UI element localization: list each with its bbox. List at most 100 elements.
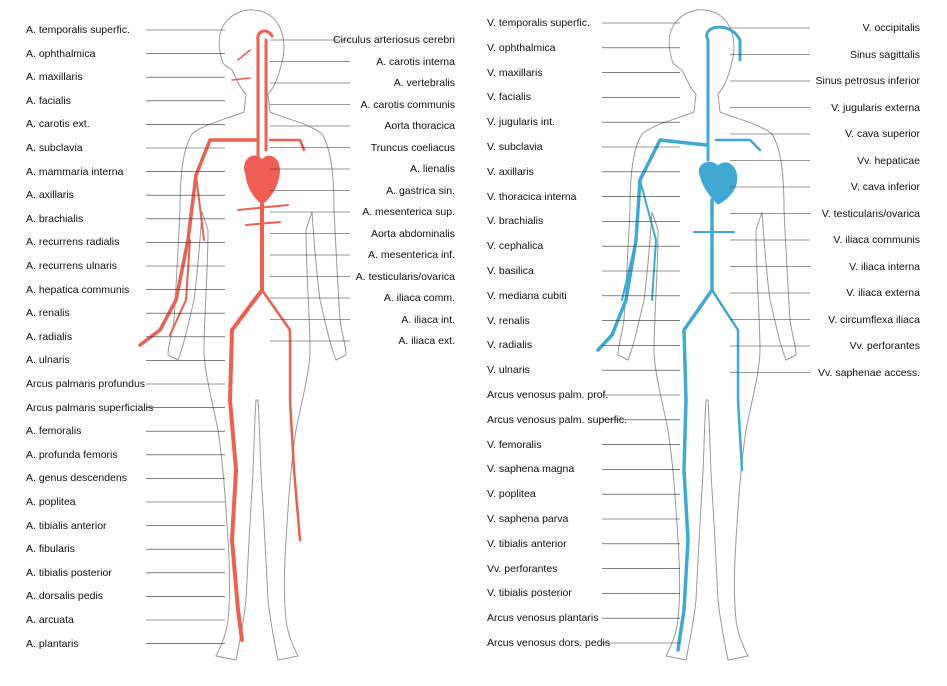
artery-left-label: A. brachialis [26,212,84,225]
vein-left-leg [676,198,714,652]
body-outline [617,9,797,661]
artery-right-label: A. vertebralis [393,77,455,89]
artery-right-label: A. lienalis [410,163,455,175]
artery-left-label: A. tibialis anterior [26,519,107,532]
artery-left-label: A. carotis ext. [26,118,90,131]
artery-right-label: A. iliaca ext. [398,335,455,347]
artery-forearm [169,174,205,336]
artery-right-label: A. carotis communis [360,98,455,111]
vein-right-label: Vv. hepaticae [857,154,920,167]
vein-left-label: V. basilica [487,265,534,277]
vein-left-label: V. saphena magna [487,463,575,476]
artery-left-label: Arcus palmaris superficialis [26,401,154,414]
artery-left-arm [138,138,258,347]
vein-right-label: V. jugularis externa [831,101,920,114]
vein-forearm [621,179,657,301]
vein-right-label: V. circumflexa iliaca [828,313,920,326]
body-outline [167,9,347,661]
vein-left-label: V. tibialis anterior [487,537,567,550]
vein-left-label: Arcus venosus plantaris [487,612,599,625]
artery-right-label: A. iliaca comm. [383,292,455,304]
artery-right-label: A. mesenterica sup. [362,206,455,218]
artery-left-label: A. profunda femoris [26,448,118,461]
vein-left-label: V. renalis [487,314,530,327]
vein-left-label: V. cephalica [487,240,544,253]
artery-right-label: Truncus coeliacus [370,141,455,154]
vein-left-label: V. thoracica interna [487,190,577,203]
vein-right-label: V. iliaca externa [846,287,920,299]
artery-right-subclavia [268,138,306,152]
vein-jugular-sinus [705,25,742,162]
vein-left-label: V. saphena parva [487,513,569,525]
vein-right-label: Vv. saphenae access. [818,366,920,379]
vein-left-label: Arcus venosus palm. superfic. [487,413,628,426]
artery-carotids [256,29,274,162]
vein-left-label: V. ulnaris [487,364,530,377]
vein-right-label: V. cava inferior [850,181,920,193]
vein-abdominal [693,199,735,291]
artery-right-label: Aorta thoracica [384,120,455,132]
vein-right-label: Sinus sagittalis [849,48,920,61]
vein-left-label: Arcus venosus palm. prof. [487,389,609,401]
vein-left-label: V. axillaris [487,165,534,178]
vein-body-silhouette [617,9,797,661]
artery-head-branches [231,49,251,81]
artery-abdominal-branches [237,204,289,291]
artery-left-label: A. temporalis superfic. [26,24,130,36]
artery-left-label: A. fibularis [26,543,76,556]
vein-right-label: V. iliaca communis [833,234,920,246]
artery-left-label: A. radialis [26,330,73,343]
vein-right-label: V. occipitalis [862,22,920,34]
artery-left-label: A. ulnaris [26,354,70,367]
artery-right-label: A. mesenterica inf. [368,249,455,261]
artery-left-label: A. mammaria interna [26,165,124,178]
vein-right-label: V. testicularis/ovarica [821,207,920,220]
artery-left-label: A. axillaris [26,189,74,202]
vein-left-label: V. brachialis [487,215,544,228]
artery-left-leg [228,203,264,642]
artery-right-label: Circulus arteriosus cerebri [333,34,455,46]
vein-left-label: V. maxillaris [487,66,543,79]
artery-left-label: A. poplitea [26,496,76,508]
heart [244,155,280,205]
artery-left-label: Arcus palmaris profundus [26,378,146,390]
artery-left-label: A. recurrens radialis [26,236,120,249]
artery-left-label: A. arcuata [26,614,74,626]
artery-body-silhouette [167,9,347,661]
vein-left-label: V. ophthalmica [487,41,556,54]
vein-left-label: V. radialis [487,339,533,352]
artery-left-label: A. facialis [26,94,71,107]
artery-left-label: A. femoralis [26,425,82,438]
artery-left-label: A. dorsalis pedis [26,590,104,603]
artery-left-label: A. plantaris [26,637,79,650]
vein-right-leg [710,288,744,472]
vein-right-label: Vv. perforantes [849,340,920,352]
heart-vein [698,161,738,205]
vein-right-label: V. cava superior [845,128,920,140]
vein-left-label: Vv. perforantes [487,562,558,575]
vein-left-label: Arcus venosus dors. pedis [487,637,611,649]
vein-right-label: Sinus petrosus inferior [815,75,920,87]
artery-left-label: A. subclavia [26,142,83,154]
artery-left-label: A. hepatica communis [26,283,130,296]
vein-left-label: V. femoralis [487,438,542,451]
artery-right-leg [260,288,302,542]
vein-left-label: V. subclavia [487,141,543,153]
artery-left-label: A. recurrens ulnaris [26,260,118,272]
vein-left-label: V. temporalis superfic. [487,17,590,29]
vein-right-label: V. iliaca interna [849,260,920,273]
artery-left-label: A. renalis [26,307,70,320]
artery-right-label: A. carotis interna [376,55,455,68]
vein-left-label: V. jugularis int. [487,116,555,129]
vein-right-subclavia [714,138,762,152]
artery-left-label: A. ophthalmica [26,47,96,60]
vein-left-label: V. tibialis posterior [487,587,572,600]
artery-right-label: Aorta abdominalis [370,227,455,240]
artery-left-label: A. maxillaris [26,71,83,84]
artery-left-label: A. tibialis posterior [26,566,112,579]
vein-left-label: V. poplitea [487,488,536,501]
artery-left-label: A. genus descendens [26,472,127,485]
artery-right-label: A. iliaca int. [401,313,455,326]
